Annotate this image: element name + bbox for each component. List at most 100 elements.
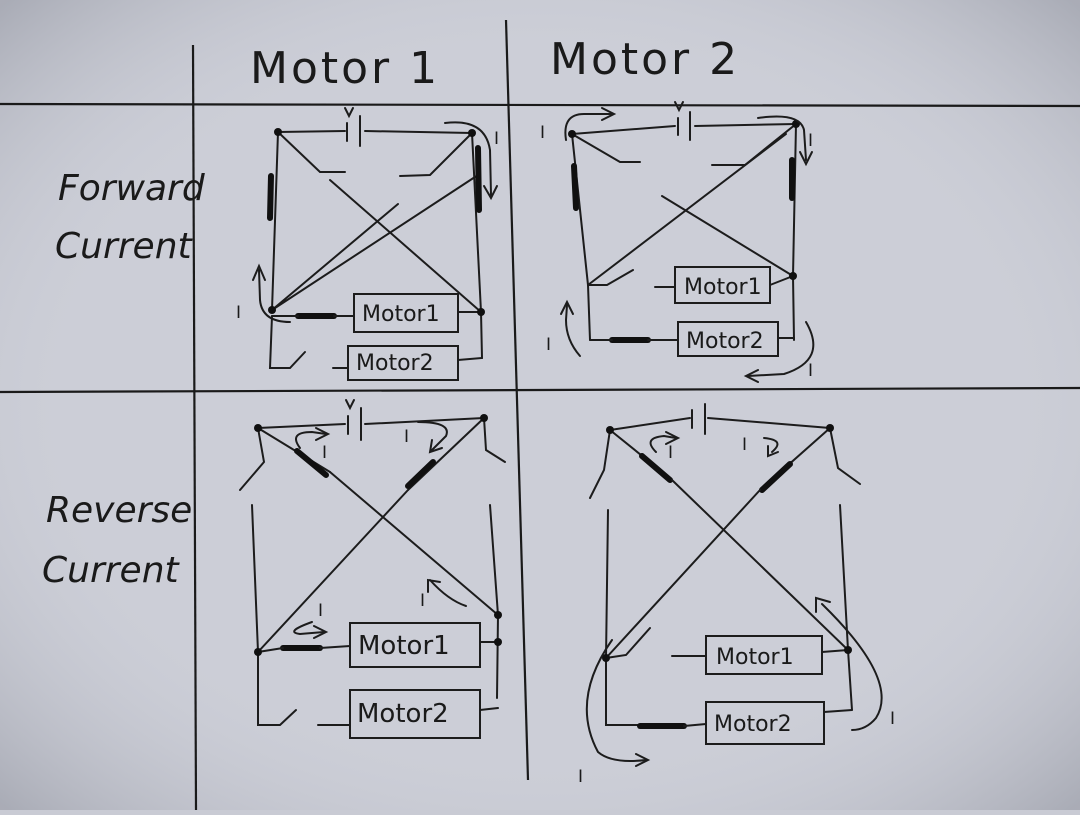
wire [271, 174, 482, 313]
current-arrow [564, 113, 613, 141]
grid-line-columns [504, 19, 530, 781]
switch-closed [571, 163, 579, 211]
switch-closed [405, 459, 436, 489]
current-arrowhead [252, 263, 266, 281]
current-arrow [757, 115, 807, 161]
wire [589, 427, 861, 499]
node [606, 426, 614, 434]
circuit-motor2-forward: Motor1 Motor2 I I I I [540, 101, 815, 383]
node [789, 272, 797, 280]
motor1-label: Motor1 [358, 631, 450, 661]
wire [589, 337, 795, 341]
current-arrow [429, 579, 467, 607]
wire [457, 311, 484, 361]
grid-line-middle [0, 386, 1080, 394]
current-arrowhead [767, 445, 779, 458]
node [494, 638, 502, 646]
row-label-reverse-line1: Reverse [46, 490, 192, 531]
motor2-box [705, 701, 825, 745]
motor2-label: Motor2 [356, 351, 434, 376]
switch-closed [294, 448, 329, 478]
wire [277, 130, 473, 134]
wire [571, 123, 797, 135]
current-label: I [808, 361, 813, 381]
motor2-label: Motor2 [357, 699, 449, 729]
current-label: I [404, 427, 409, 447]
wire [277, 131, 473, 177]
current-arrow [649, 434, 677, 453]
circuit-motor1-reverse: Motor1 Motor2 I I I I [239, 399, 506, 739]
current-label: I [668, 443, 673, 463]
current-arrowhead [313, 625, 329, 639]
node [477, 308, 485, 316]
current-label: I [578, 767, 583, 787]
node [826, 424, 834, 432]
current-label: I [420, 591, 425, 611]
node [274, 128, 282, 136]
current-arrow [564, 304, 581, 357]
current-label: I [322, 443, 327, 463]
wire [683, 709, 853, 727]
wire [271, 131, 482, 313]
current-label: I [808, 131, 813, 151]
current-arrow [293, 621, 325, 636]
motor1-box [674, 266, 771, 304]
motor1-label: Motor1 [716, 645, 794, 670]
node [254, 648, 262, 656]
current-arrowhead [665, 431, 681, 445]
row-label-reverse-line2: Current [42, 550, 181, 591]
current-arrowhead [428, 439, 443, 454]
current-arrow [444, 121, 492, 196]
current-arrow [417, 421, 448, 451]
wire [239, 417, 506, 491]
current-arrowhead [601, 107, 617, 121]
switch-closed [475, 145, 482, 213]
current-label: I [742, 435, 747, 455]
current-label: I [890, 709, 895, 729]
grid-line-header [0, 102, 1080, 108]
motor2-box [349, 689, 481, 739]
node [602, 654, 610, 662]
motor1-label: Motor1 [684, 275, 762, 300]
current-arrow [258, 269, 291, 323]
current-label: I [540, 123, 545, 143]
current-label: I [494, 129, 499, 149]
wire [257, 471, 499, 653]
battery-mark [674, 101, 684, 113]
battery-mark [344, 107, 354, 119]
wire [257, 417, 485, 429]
current-arrow [763, 437, 779, 453]
current-arrowhead [815, 596, 831, 613]
switch-closed [639, 453, 673, 483]
current-arrowhead [315, 427, 331, 441]
circuit-motor2-reverse: Motor1 Motor2 I I I I [578, 403, 895, 787]
wire [609, 417, 831, 431]
column-header-motor2: Motor 2 [550, 34, 740, 85]
switch-closed [267, 173, 274, 221]
column-header-motor1: Motor 1 [250, 43, 440, 94]
current-arrow [821, 603, 883, 731]
current-arrowhead [483, 185, 498, 201]
switch-closed [759, 461, 793, 493]
current-arrowhead [427, 578, 441, 593]
motor2-label: Motor2 [686, 329, 764, 354]
battery-mark [345, 399, 355, 411]
wire [605, 627, 849, 659]
current-label: I [318, 601, 323, 621]
current-arrowhead [799, 151, 813, 167]
current-arrowhead [743, 369, 759, 383]
motor1-box [705, 635, 823, 675]
node [494, 611, 502, 619]
wire [317, 707, 499, 726]
motor2-box [347, 345, 459, 381]
motor1-box [353, 293, 459, 333]
current-arrow [295, 430, 327, 449]
node [568, 130, 576, 138]
current-arrow [747, 321, 815, 377]
node [844, 646, 852, 654]
current-arrowhead [560, 299, 574, 315]
wire [268, 315, 349, 369]
